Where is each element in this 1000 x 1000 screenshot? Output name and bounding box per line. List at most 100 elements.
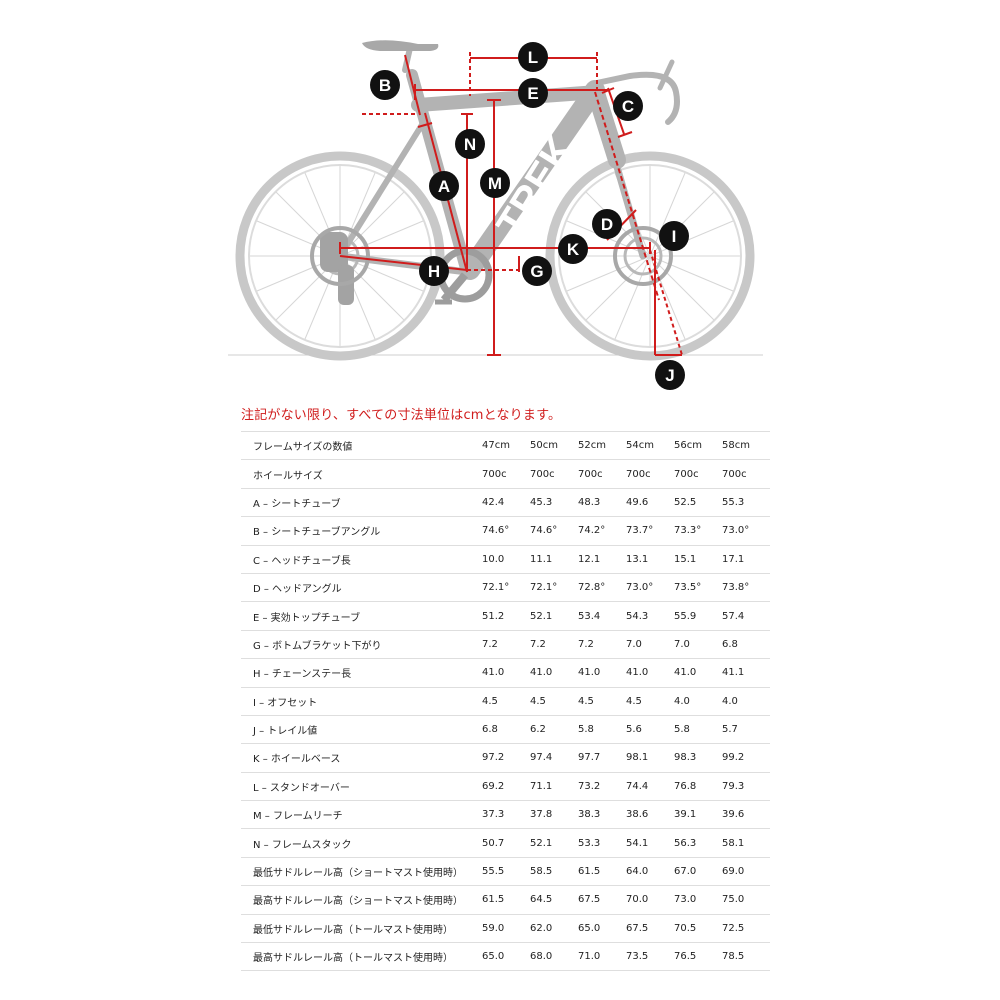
row-value: 5.8 <box>578 715 626 745</box>
row-value: 4.0 <box>722 687 770 716</box>
row-label: M – フレームリーチ <box>241 800 482 830</box>
badge-l: M <box>480 168 510 198</box>
row-value: 5.7 <box>722 715 770 745</box>
row-value: 64.5 <box>530 885 578 915</box>
row-value: 73.8° <box>722 573 770 603</box>
row-value: 69.0 <box>722 857 770 887</box>
row-value: 55.9 <box>674 601 722 631</box>
row-value: 7.2 <box>578 630 626 660</box>
row-value: 38.3 <box>578 800 626 830</box>
row-value: 73.0° <box>722 516 770 546</box>
row-value: 61.5 <box>482 885 530 915</box>
badge-a: A <box>429 171 459 201</box>
row-value: 6.2 <box>530 715 578 745</box>
row-value: 73.5 <box>626 942 674 972</box>
row-value: 64.0 <box>626 857 674 887</box>
row-value: 5.6 <box>626 715 674 745</box>
row-value: 4.5 <box>530 687 578 716</box>
row-label: 最低サドルレール高（ショートマスト使用時） <box>241 857 482 887</box>
row-label: K – ホイールベース <box>241 743 482 773</box>
row-value: 73.7° <box>626 516 674 546</box>
units-note: 注記がない限り、すべての寸法単位はcmとなります。 <box>241 408 562 423</box>
row-value: 56cm <box>674 430 722 461</box>
row-value: 53.3 <box>578 828 626 858</box>
row-value: 700c <box>626 459 674 489</box>
row-value: 45.3 <box>530 488 578 518</box>
row-value: 98.1 <box>626 743 674 773</box>
row-value: 73.2 <box>578 772 626 802</box>
row-value: 4.5 <box>482 687 530 716</box>
row-label: C – ヘッドチューブ長 <box>241 545 482 574</box>
row-value: 58.5 <box>530 857 578 887</box>
row-value: 12.1 <box>578 545 626 574</box>
svg-text:E: E <box>527 84 538 103</box>
row-label: J – トレイル値 <box>241 715 482 745</box>
front-wheel <box>545 151 755 361</box>
row-value: 74.6° <box>530 516 578 546</box>
svg-text:G: G <box>530 262 543 281</box>
svg-text:C: C <box>622 97 634 116</box>
badge-m: L <box>518 42 548 72</box>
row-value: 69.2 <box>482 772 530 802</box>
svg-text:J: J <box>665 366 674 385</box>
row-value: 74.4 <box>626 772 674 802</box>
row-value: 99.2 <box>722 743 770 773</box>
row-value: 73.0 <box>674 885 722 915</box>
row-label: I – オフセット <box>241 687 482 716</box>
badge-c: C <box>613 91 643 121</box>
row-label: H – チェーンステー長 <box>241 658 482 688</box>
row-value: 7.0 <box>626 630 674 660</box>
row-label: E – 実効トップチューブ <box>241 601 482 631</box>
saddle <box>362 40 439 51</box>
bike-geometry-diagram: TREK <box>228 40 763 390</box>
row-value: 11.1 <box>530 545 578 574</box>
row-value: 17.1 <box>722 545 770 574</box>
row-value: 700c <box>482 459 530 489</box>
row-value: 98.3 <box>674 743 722 773</box>
svg-text:A: A <box>438 177 450 196</box>
brake-rotors <box>310 226 673 286</box>
row-value: 6.8 <box>722 630 770 660</box>
row-value: 37.8 <box>530 800 578 830</box>
row-value: 72.1° <box>530 573 578 603</box>
row-value: 72.8° <box>578 573 626 603</box>
row-value: 39.1 <box>674 800 722 830</box>
row-value: 6.8 <box>482 715 530 745</box>
row-value: 7.0 <box>674 630 722 660</box>
svg-text:M: M <box>488 174 502 193</box>
row-value: 72.1° <box>482 573 530 603</box>
row-value: 75.0 <box>722 885 770 915</box>
row-value: 54.3 <box>626 601 674 631</box>
row-value: 700c <box>722 459 770 489</box>
row-value: 68.0 <box>530 942 578 972</box>
row-value: 54.1 <box>626 828 674 858</box>
badge-b: B <box>370 70 400 100</box>
row-label: 最高サドルレール高（ショートマスト使用時） <box>241 885 482 915</box>
row-value: 700c <box>578 459 626 489</box>
row-value: 39.6 <box>722 800 770 830</box>
row-value: 58cm <box>722 430 770 461</box>
row-value: 57.4 <box>722 601 770 631</box>
badge-n: N <box>455 129 485 159</box>
row-value: 67.5 <box>578 885 626 915</box>
row-label: N – フレームスタック <box>241 828 482 858</box>
svg-text:K: K <box>567 240 580 259</box>
row-value: 42.4 <box>482 488 530 518</box>
row-value: 41.0 <box>482 658 530 688</box>
svg-text:D: D <box>601 215 613 234</box>
row-value: 4.5 <box>578 687 626 716</box>
row-value: 72.5 <box>722 914 770 944</box>
row-value: 76.5 <box>674 942 722 972</box>
geometry-markers <box>339 52 683 356</box>
